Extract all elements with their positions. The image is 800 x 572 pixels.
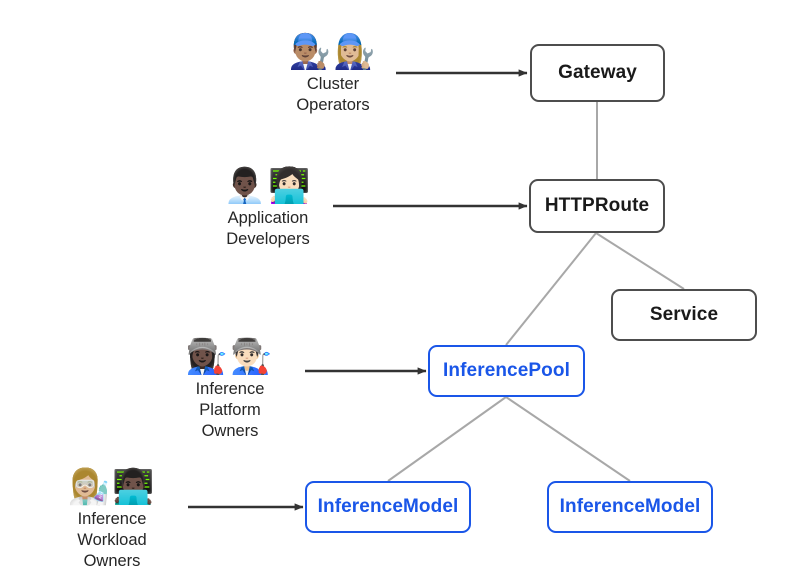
node-gateway[interactable]: Gateway (530, 44, 665, 102)
persona-cluster-operators: 👨🏽‍🔧👩🏼‍🔧Cluster Operators (283, 32, 383, 116)
node-label-gateway: Gateway (558, 62, 637, 83)
connector-inferencepool-inferencemodel1 (387, 396, 507, 482)
persona-label-application-developers: Application Developers (226, 209, 310, 248)
connector-inferencepool-inferencemodel2 (505, 396, 631, 482)
node-label-inferencepool: InferencePool (443, 360, 570, 381)
persona-application-developers: 👨🏿‍💼👩🏻‍💻Application Developers (218, 166, 318, 250)
persona-label-cluster-operators: Cluster Operators (296, 75, 370, 114)
node-service[interactable]: Service (611, 289, 757, 341)
node-inferencepool[interactable]: InferencePool (428, 345, 585, 397)
man-mechanic-icon: 👨🏽‍🔧👩🏼‍🔧 (288, 32, 378, 72)
persona-label-inference-platform-owners: Inference Platform Owners (195, 380, 265, 440)
node-label-httproute: HTTPRoute (544, 195, 650, 216)
node-label-inferencemodel2: InferenceModel (559, 496, 701, 517)
connector-httproute-inferencepool (505, 232, 597, 346)
node-label-service: Service (649, 304, 719, 325)
persona-label-inference-workload-owners: Inference Workload Owners (77, 510, 147, 570)
persona-inference-platform-owners: 👩🏿‍🏭👨🏻‍🏭Inference Platform Owners (180, 337, 280, 442)
persona-inference-workload-owners: 👩🏼‍🔬👨🏿‍💻Inference Workload Owners (62, 467, 162, 572)
woman-construction-worker-icon: 👩🏿‍🏭👨🏻‍🏭 (185, 337, 275, 377)
node-inferencemodel2[interactable]: InferenceModel (547, 481, 713, 533)
connector-httproute-service (595, 232, 685, 290)
man-office-worker-icon: 👨🏿‍💼👩🏻‍💻 (223, 166, 313, 206)
node-httproute[interactable]: HTTPRoute (529, 179, 665, 233)
node-inferencemodel1[interactable]: InferenceModel (305, 481, 471, 533)
node-label-inferencemodel1: InferenceModel (317, 496, 459, 517)
woman-scientist-icon: 👩🏼‍🔬👨🏿‍💻 (67, 467, 157, 507)
